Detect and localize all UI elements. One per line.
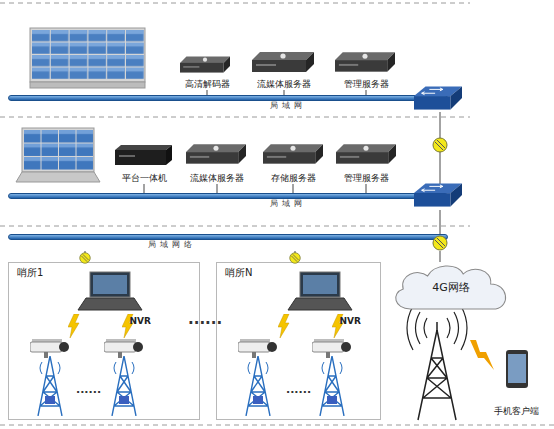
platform-front [115,150,166,165]
network-link [439,251,440,262]
phone-screen [508,354,526,383]
server-icon [336,144,396,163]
box-node: 哨所N NVR [216,262,381,420]
network-link [283,90,284,95]
network-link [206,90,207,95]
cloud-outline [396,266,506,309]
server-icon [263,144,323,163]
bus-label: 局域网络 [148,240,448,250]
dev-node: 存储服务器 [257,138,329,184]
dev-label: 流媒体服务器 [190,173,244,184]
network-switch [414,87,462,110]
network-link [365,90,366,95]
nvr-base [78,298,142,310]
dev-label: 平台一体机 [122,173,167,184]
nvr-node: NVR [79,269,151,327]
box-label: 哨所N [225,267,252,279]
wireless-link [278,314,289,338]
network-link [439,210,440,234]
box-node: 哨所1NVR [8,262,200,420]
fiber-converter [433,236,447,250]
dev-node: 流媒体服务器 [245,46,323,90]
video-wall-frame [22,128,94,172]
tower-icon [320,356,344,416]
video-wall-screens [32,30,144,80]
bus-bar [8,193,448,199]
section-divider [0,226,470,227]
video-wall-base [30,82,145,88]
cell-tower [418,322,456,420]
network-link [216,184,217,193]
network-link [365,184,366,193]
dev-label: 存储服务器 [271,173,316,184]
bus-bar [8,95,448,101]
dev-label: 流媒体服务器 [257,79,311,90]
nvr-display [93,275,127,294]
bus-node: 局域网络 [8,234,448,251]
nvr-screen [300,272,340,297]
ellipsis-label: ...... [286,384,311,395]
platform-side [166,145,172,165]
nvr-node: NVR [289,269,361,327]
wireless-link [68,314,79,338]
phone-label: 手机客户端 [494,406,539,417]
network-link [143,184,144,193]
fiber-converter [80,253,91,264]
signal-waves [407,306,467,350]
platform-panel [119,155,135,157]
platform-top [115,145,172,150]
nvr-base [288,298,352,310]
dev-node: 平台一体机 [108,140,180,184]
dev-label: 高清解码器 [185,79,230,90]
ellipsis-label: ...... [76,384,101,395]
dev-node: 管理服务器 [330,138,402,184]
camera-icon [30,339,69,358]
box-label: 哨所1 [17,267,43,279]
tower-icon [38,356,62,416]
video-wall-base [16,172,100,182]
ellipsis-label: ...... [188,312,222,327]
server-icon [335,52,395,71]
bus-bar [8,234,448,240]
nvr-screen [90,272,130,297]
fiber-converter [290,253,301,264]
camera-icon [104,339,143,358]
bus-node: 局域网 [8,193,448,210]
video-wall-frame [30,28,145,82]
camera-icon [238,339,277,358]
nvr-display [303,275,337,294]
dev-label: 管理服务器 [344,173,389,184]
decoder-icon [180,56,230,72]
network-switch [414,184,462,207]
cloud-node: 4G网络 [390,262,512,312]
video-wall-screens [24,130,93,170]
tower-icon [112,356,136,416]
nvr-label: NVR [130,316,151,327]
dev-node: 管理服务器 [330,46,402,90]
network-link [292,184,293,193]
server-icon [186,144,246,163]
bus-node: 局域网 [8,95,448,112]
camera-icon [312,339,351,358]
tower-icon [246,356,270,416]
wireless-link [470,340,494,370]
fiber-converter [433,138,447,152]
dev-node: 流媒体服务器 [180,138,254,184]
phone-body [506,350,528,388]
dev-label: 管理服务器 [344,79,389,90]
dev-node: 高清解码器 [172,50,242,90]
section-divider [0,3,470,4]
section-divider [0,425,554,426]
section-divider [0,117,470,118]
cloud-label: 4G网络 [432,281,470,294]
phone-node: 手机客户端 [478,345,554,417]
server-icon [252,52,314,72]
nvr-label: NVR [340,316,361,327]
